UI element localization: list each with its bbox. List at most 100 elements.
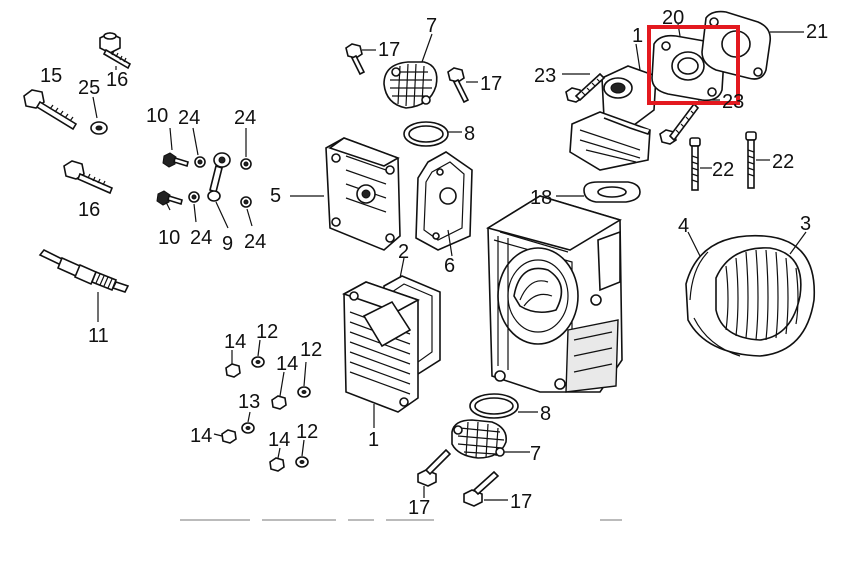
- bolt-22-right: [745, 131, 757, 189]
- nut-14-c: [221, 429, 237, 444]
- leader-25: [92, 96, 98, 119]
- highlight-box-part-20: [647, 25, 740, 105]
- leader-7-top: [421, 33, 433, 63]
- label-14-b: 14: [276, 353, 298, 375]
- label-12-c: 12: [296, 421, 318, 443]
- label-8-top: 8: [464, 123, 475, 145]
- label-10-upper: 10: [146, 105, 168, 127]
- leader-12-a: [257, 339, 261, 357]
- bolt-17-bottom-right: [463, 470, 500, 507]
- bolt-17-top-left: [345, 43, 366, 76]
- cylinder-head-cover-5: [325, 137, 401, 251]
- label-1-manifold: 1: [632, 25, 643, 47]
- leader-13: [247, 411, 251, 423]
- bolt-15: [23, 89, 78, 131]
- leader-19: [635, 43, 641, 71]
- valve-cap-7-top: [383, 61, 438, 109]
- label-17-top-left: 17: [378, 39, 400, 61]
- banjo-fitting-9: [207, 152, 231, 202]
- leader-12-c: [301, 439, 305, 457]
- cylinder-1: [342, 281, 420, 413]
- label-9: 9: [222, 233, 233, 255]
- label-5: 5: [270, 185, 281, 207]
- finned-cover-3: [685, 234, 816, 357]
- cover-ring-4: [689, 251, 741, 357]
- gasket-6: [415, 151, 473, 251]
- label-14-a: 14: [224, 331, 246, 353]
- label-4: 4: [678, 215, 689, 237]
- bolt-17-bottom-left: [417, 448, 452, 487]
- label-24-c: 24: [190, 227, 212, 249]
- bolt-10-lower: [156, 190, 183, 206]
- nut-14-a: [225, 363, 241, 378]
- bolt-16-top: [99, 32, 132, 70]
- label-7-top: 7: [426, 15, 437, 37]
- leader-4: [687, 231, 701, 257]
- leader-12-b: [303, 361, 307, 387]
- label-16-top: 16: [106, 69, 128, 91]
- label-21: 21: [806, 21, 828, 43]
- label-13: 13: [238, 391, 260, 413]
- label-12-b: 12: [300, 339, 322, 361]
- leader-14-d: [277, 447, 281, 459]
- washer-12-c: [295, 456, 309, 468]
- leader-9: [215, 201, 229, 229]
- bolt-23-right: [659, 102, 700, 145]
- valve-cap-7-bottom: [451, 419, 508, 459]
- label-7-bottom: 7: [530, 443, 541, 465]
- intake-gasket-18: [583, 181, 641, 203]
- bolt-22-left: [689, 137, 701, 191]
- bolt-10-upper: [162, 152, 189, 168]
- bolt-16-lower: [63, 160, 114, 195]
- washer-12-a: [251, 356, 265, 368]
- nut-24-c: [188, 191, 200, 203]
- label-6: 6: [444, 255, 455, 277]
- nut-14-b: [271, 395, 287, 410]
- label-18: 18: [530, 187, 552, 209]
- label-22-left: 22: [712, 159, 734, 181]
- leader-24-d: [246, 208, 253, 227]
- o-ring-8-top: [403, 121, 449, 147]
- label-22-right: 22: [772, 151, 794, 173]
- intake-manifold: [569, 65, 657, 171]
- label-3: 3: [800, 213, 811, 235]
- label-16-lower: 16: [78, 199, 100, 221]
- label-17-bottom-right: 17: [510, 491, 532, 513]
- label-8-bottom: 8: [540, 403, 551, 425]
- leader-10-upper: [169, 127, 173, 151]
- label-25: 25: [78, 77, 100, 99]
- label-17-bottom-left: 17: [408, 497, 430, 519]
- label-14-d: 14: [268, 429, 290, 451]
- label-15: 15: [40, 65, 62, 87]
- label-11: 11: [88, 325, 109, 347]
- nut-14-d: [269, 457, 285, 472]
- washer-25: [90, 121, 108, 135]
- label-20: 20: [662, 7, 684, 29]
- leader-24-c: [193, 203, 197, 223]
- label-1: 1: [368, 429, 379, 451]
- label-12-a: 12: [256, 321, 278, 343]
- leader-14-b: [279, 371, 285, 397]
- cylinder-head: [485, 195, 623, 393]
- nut-24-d: [240, 196, 252, 208]
- leader-6: [447, 229, 453, 257]
- label-24-b: 24: [234, 107, 256, 129]
- label-23-left: 23: [534, 65, 556, 87]
- label-2: 2: [398, 241, 409, 263]
- bolt-17-top-right: [447, 67, 470, 104]
- label-24-d: 24: [244, 231, 266, 253]
- label-24-a: 24: [178, 107, 200, 129]
- nut-24-a: [194, 156, 206, 168]
- washer-13: [241, 422, 255, 434]
- label-17-top-right: 17: [480, 73, 502, 95]
- spark-plug-11: [38, 248, 130, 293]
- label-10-lower: 10: [158, 227, 180, 249]
- label-14-c: 14: [190, 425, 212, 447]
- leader-24-a: [192, 127, 199, 156]
- bolt-23-left: [565, 72, 606, 103]
- label-23-right: 23: [722, 91, 744, 113]
- leader-10-lower: [165, 201, 171, 211]
- leader-3: [789, 231, 807, 255]
